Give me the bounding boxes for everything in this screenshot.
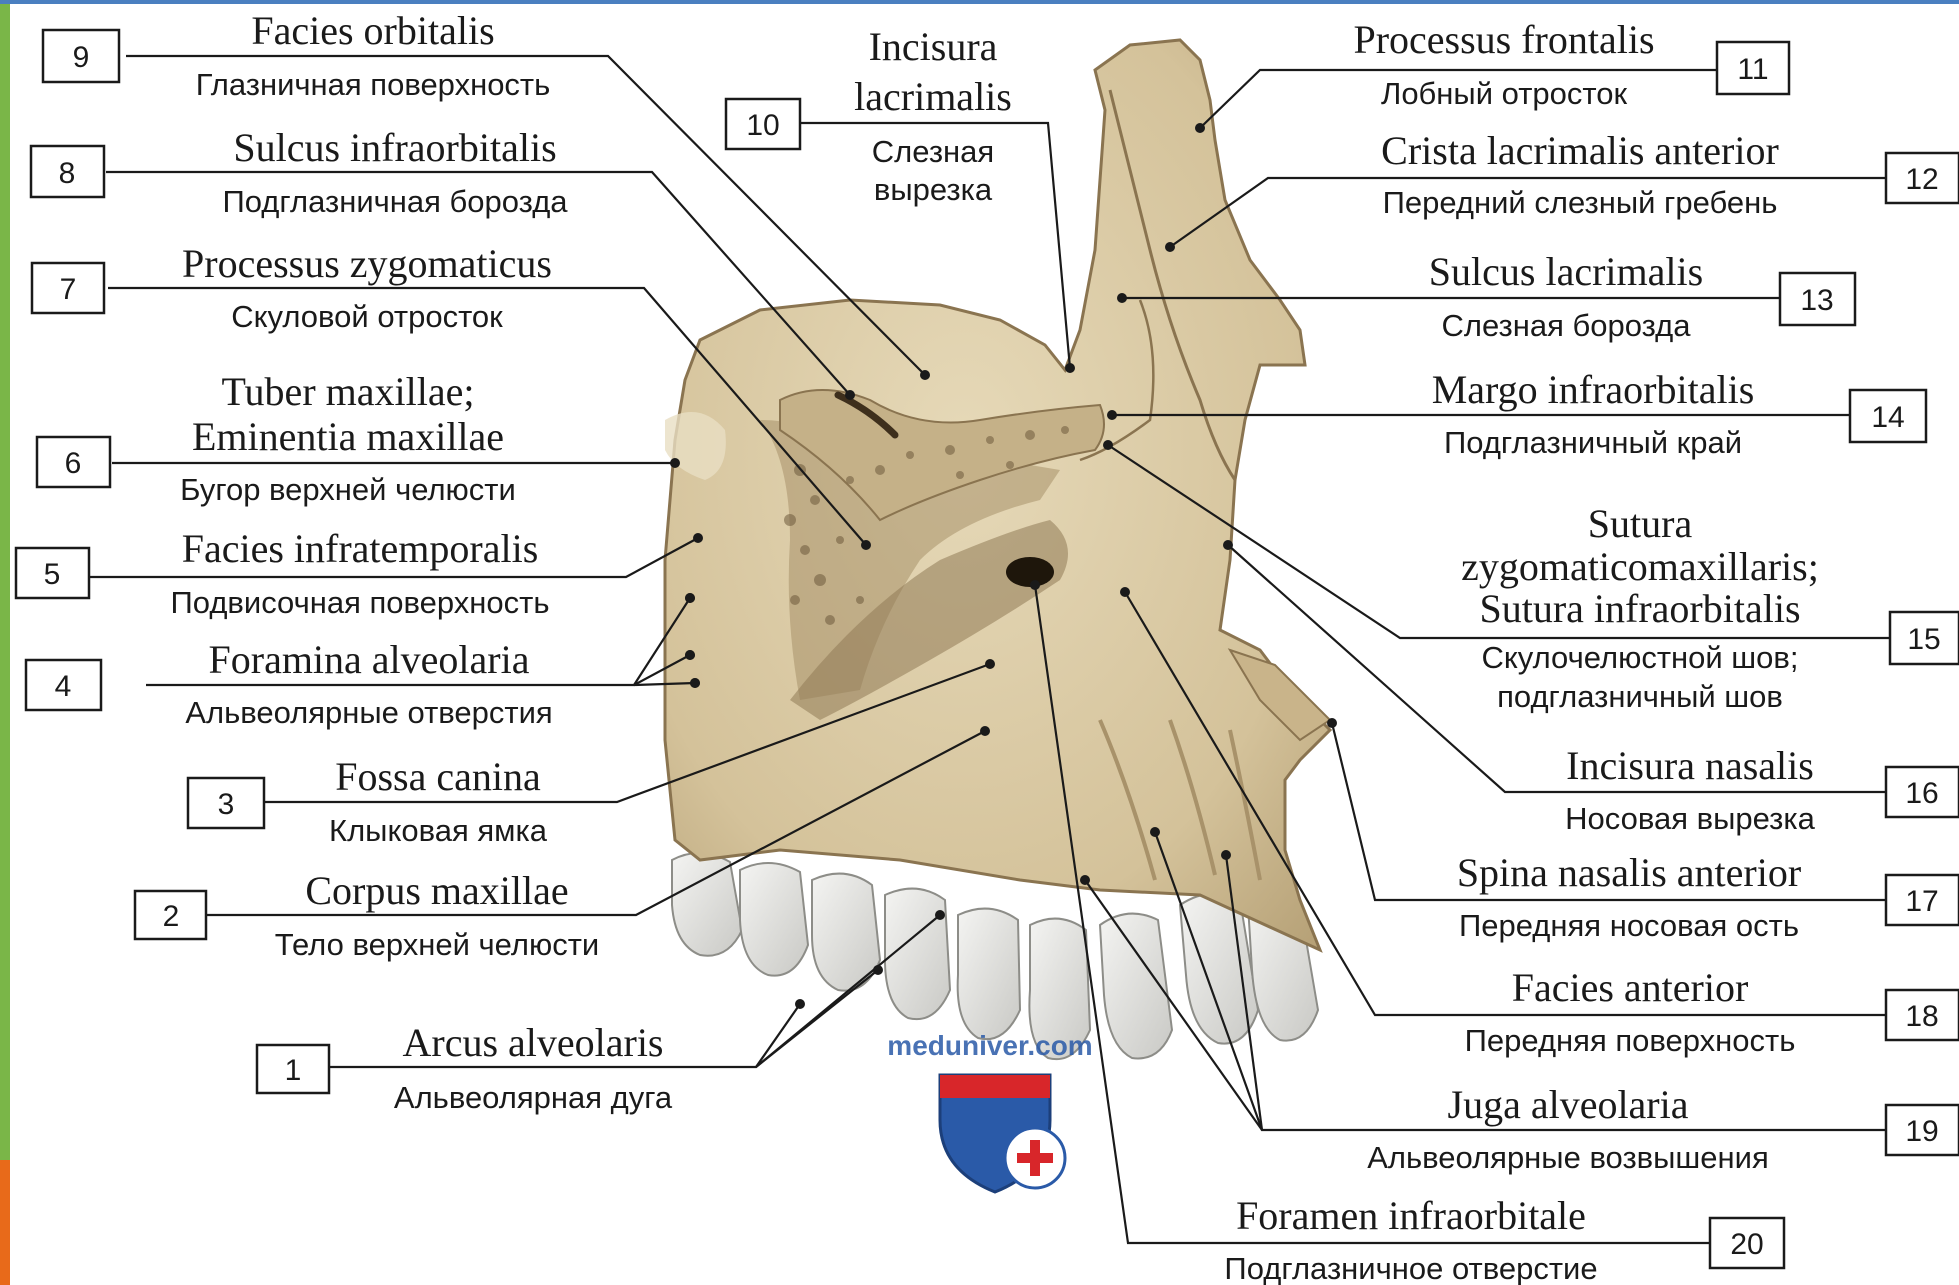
label-6-latin-line1: Tuber maxillae; — [222, 369, 475, 414]
label-7-latin: Processus zygomaticus — [182, 241, 552, 286]
infraorbital-foramen — [1006, 557, 1054, 587]
label-15: 15 Sutura zygomaticomaxillaris; Sutura i… — [1461, 501, 1959, 714]
label-13-russian: Слезная борозда — [1442, 308, 1692, 343]
label-2-number: 2 — [163, 900, 180, 933]
label-4-russian: Альвеолярные отверстия — [185, 695, 552, 730]
label-7-number: 7 — [60, 273, 77, 306]
label-19-number: 19 — [1905, 1115, 1938, 1148]
label-2-latin: Corpus maxillae — [305, 868, 568, 913]
label-10-latin-line1: Incisura — [869, 24, 998, 69]
label-16: 16 Incisura nasalis Носовая вырезка — [1565, 743, 1959, 836]
label-5-russian: Подвисочная поверхность — [170, 585, 549, 620]
label-14-russian: Подглазничный край — [1444, 425, 1742, 460]
shield-top-band — [940, 1075, 1050, 1098]
label-19-russian: Альвеолярные возвышения — [1367, 1140, 1769, 1175]
label-1-latin: Arcus alveolaris — [402, 1020, 663, 1065]
label-13-latin: Sulcus lacrimalis — [1429, 249, 1703, 294]
label-11-russian: Лобный отросток — [1381, 76, 1628, 111]
label-17-number: 17 — [1905, 885, 1938, 918]
top-stripe — [0, 0, 1959, 4]
label-16-number: 16 — [1905, 777, 1938, 810]
label-6-latin-line2: Eminentia maxillae — [192, 414, 504, 459]
label-5-number: 5 — [44, 558, 61, 591]
label-15-latin-line3: Sutura infraorbitalis — [1479, 586, 1800, 631]
label-18-latin: Facies anterior — [1512, 965, 1749, 1010]
cross-icon-horizontal — [1017, 1153, 1053, 1163]
label-4-number: 4 — [55, 670, 72, 703]
label-15-russian-line2: подглазничный шов — [1497, 679, 1783, 714]
label-11-number: 11 — [1737, 53, 1768, 86]
label-3-russian: Клыковая ямка — [329, 813, 548, 848]
label-9-number: 9 — [73, 41, 90, 74]
label-11: 11 Processus frontalis Лобный отросток — [1353, 17, 1789, 111]
label-6: 6 Tuber maxillae; Eminentia maxillae Буг… — [37, 369, 516, 507]
label-14: 14 Margo infraorbitalis Подглазничный кр… — [1432, 367, 1926, 460]
label-9-russian: Глазничная поверхность — [196, 67, 551, 102]
label-3-latin: Fossa canina — [335, 754, 541, 799]
label-15-number: 15 — [1907, 623, 1940, 656]
label-15-latin-line2: zygomaticomaxillaris; — [1461, 544, 1819, 589]
label-18: 18 Facies anterior Передняя поверхность — [1465, 965, 1959, 1058]
label-13-number: 13 — [1800, 284, 1833, 317]
label-12-russian: Передний слезный гребень — [1383, 185, 1778, 220]
label-14-latin: Margo infraorbitalis — [1432, 367, 1755, 412]
label-4-latin: Foramina alveolaria — [209, 637, 530, 682]
label-10-number: 10 — [746, 109, 779, 142]
label-10-latin-line2: lacrimalis — [854, 74, 1012, 119]
label-1-russian: Альвеолярная дуга — [394, 1080, 673, 1115]
label-15-russian-line1: Скулочелюстной шов; — [1482, 640, 1799, 675]
label-17-russian: Передняя носовая ость — [1459, 908, 1799, 943]
label-10-russian-line2: вырезка — [874, 172, 993, 207]
label-4: 4 Foramina alveolaria Альвеолярные отвер… — [26, 637, 553, 730]
label-16-russian: Носовая вырезка — [1565, 801, 1815, 836]
label-14-number: 14 — [1871, 401, 1904, 434]
label-12-number: 12 — [1905, 163, 1938, 196]
label-18-russian: Передняя поверхность — [1465, 1023, 1796, 1058]
label-8-latin: Sulcus infraorbitalis — [233, 125, 556, 170]
label-19-latin: Juga alveolaria — [1448, 1082, 1689, 1127]
label-12: 12 Crista lacrimalis anterior Передний с… — [1381, 128, 1959, 220]
label-8-number: 8 — [59, 157, 76, 190]
label-18-number: 18 — [1905, 1000, 1938, 1033]
watermark-text: meduniver.com — [887, 1030, 1092, 1061]
maxilla-bone — [665, 40, 1330, 1059]
label-20-latin: Foramen infraorbitale — [1236, 1193, 1586, 1238]
label-20-number: 20 — [1730, 1228, 1763, 1261]
label-15-latin-line1: Sutura — [1588, 501, 1693, 546]
label-13: 13 Sulcus lacrimalis Слезная борозда — [1429, 249, 1855, 343]
label-16-latin: Incisura nasalis — [1566, 743, 1814, 788]
watermark-logo: meduniver.com — [887, 1030, 1092, 1192]
label-20: 20 Foramen infraorbitale Подглазничное о… — [1224, 1193, 1784, 1285]
label-19: 19 Juga alveolaria Альвеолярные возвышен… — [1367, 1082, 1959, 1175]
label-8-russian: Подглазничная борозда — [222, 184, 568, 219]
edge-stripe-orange — [0, 1160, 10, 1285]
label-12-latin: Crista lacrimalis anterior — [1381, 128, 1779, 173]
label-6-russian: Бугор верхней челюсти — [180, 472, 516, 507]
label-10: 10 Incisura lacrimalis Слезная вырезка — [726, 24, 1012, 207]
label-17-latin: Spina nasalis anterior — [1457, 850, 1801, 895]
label-11-latin: Processus frontalis — [1353, 17, 1654, 62]
label-7-russian: Скуловой отросток — [231, 299, 503, 334]
label-6-number: 6 — [65, 447, 82, 480]
edge-stripe-green — [0, 0, 10, 1160]
label-20-russian: Подглазничное отверстие — [1224, 1251, 1597, 1285]
label-5-latin: Facies infratemporalis — [182, 526, 539, 571]
label-1-number: 1 — [285, 1054, 302, 1087]
label-2-russian: Тело верхней челюсти — [275, 927, 599, 962]
label-5: 5 Facies infratemporalis Подвисочная пов… — [16, 526, 550, 620]
label-9-latin: Facies orbitalis — [251, 8, 494, 53]
label-10-russian-line1: Слезная — [872, 134, 994, 169]
label-3-number: 3 — [218, 788, 235, 821]
label-17: 17 Spina nasalis anterior Передняя носов… — [1457, 850, 1959, 943]
